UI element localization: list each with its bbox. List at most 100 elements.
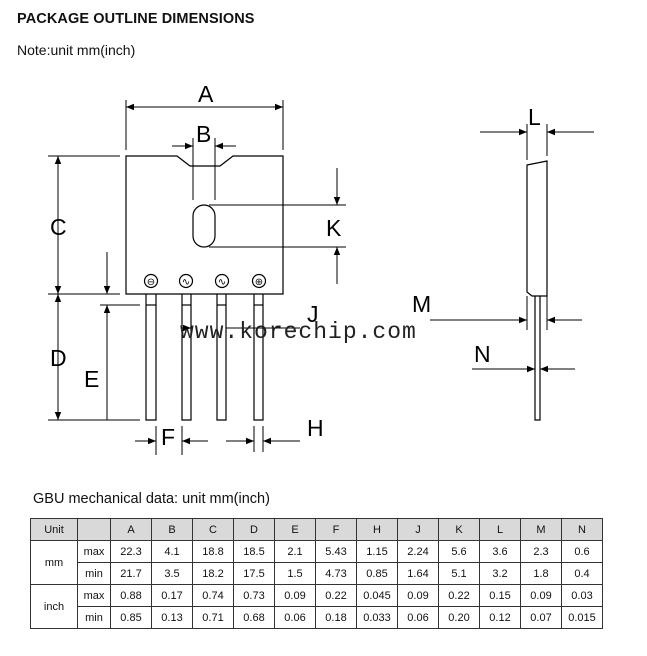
dim-label-m: M <box>412 291 431 317</box>
limit-cell: min <box>77 606 111 629</box>
value-cell: 4.1 <box>151 540 193 563</box>
value-cell: 0.85 <box>110 606 152 629</box>
value-cell: 0.73 <box>233 584 275 607</box>
value-cell: 0.18 <box>315 606 357 629</box>
col-header: H <box>356 518 398 541</box>
value-cell: 3.6 <box>479 540 521 563</box>
pin-ac2-symbol: ∿ <box>218 277 226 288</box>
mounting-hole <box>192 204 216 248</box>
value-cell: 22.3 <box>110 540 152 563</box>
value-cell: 0.22 <box>438 584 480 607</box>
col-header: N <box>561 518 603 541</box>
dim-label-n: N <box>474 341 491 367</box>
col-header: J <box>397 518 439 541</box>
value-cell: 0.15 <box>479 584 521 607</box>
value-cell: 0.74 <box>192 584 234 607</box>
value-cell: 2.1 <box>274 540 316 563</box>
side-view <box>526 160 548 421</box>
value-cell: 0.12 <box>479 606 521 629</box>
value-cell: 0.13 <box>151 606 193 629</box>
unit-cell: inch <box>30 584 78 629</box>
pin-ac1-symbol: ∿ <box>182 277 190 288</box>
table-row: mm max 22.3 4.1 18.8 18.5 2.1 5.43 1.15 … <box>30 540 603 585</box>
dim-label-c: C <box>50 214 67 240</box>
page-title: PACKAGE OUTLINE DIMENSIONS <box>17 11 255 27</box>
value-cell: 0.07 <box>520 606 562 629</box>
col-header: E <box>274 518 316 541</box>
value-cell: 1.5 <box>274 562 316 585</box>
col-header: C <box>192 518 234 541</box>
col-header: K <box>438 518 480 541</box>
dim-label-e: E <box>84 366 99 392</box>
value-cell: 18.5 <box>233 540 275 563</box>
value-cell: 0.09 <box>397 584 439 607</box>
limit-cell: max <box>77 584 111 607</box>
value-cell: 18.2 <box>192 562 234 585</box>
value-cell: 0.22 <box>315 584 357 607</box>
value-cell: 21.7 <box>110 562 152 585</box>
pin-plus-symbol: ⊕ <box>255 277 263 288</box>
value-cell: 0.09 <box>274 584 316 607</box>
leads <box>145 294 264 421</box>
dim-label-h: H <box>307 415 324 441</box>
col-header: L <box>479 518 521 541</box>
dim-label-j: J <box>307 301 319 327</box>
col-header: F <box>315 518 357 541</box>
value-cell: 0.03 <box>561 584 603 607</box>
front-view <box>125 155 284 421</box>
unit-note: Note:unit mm(inch) <box>17 42 136 58</box>
value-cell: 0.06 <box>397 606 439 629</box>
col-header: D <box>233 518 275 541</box>
value-cell: 0.045 <box>356 584 398 607</box>
value-cell: 5.43 <box>315 540 357 563</box>
value-cell: 0.88 <box>110 584 152 607</box>
mechanical-data-table: Unit A B C D E F H J K L M N mm max 22.3… <box>30 518 603 629</box>
col-header: A <box>110 518 152 541</box>
value-cell: 0.09 <box>520 584 562 607</box>
col-header: B <box>151 518 193 541</box>
value-cell: 2.24 <box>397 540 439 563</box>
value-cell: 5.1 <box>438 562 480 585</box>
dim-label-f: F <box>161 424 175 450</box>
value-cell: 0.20 <box>438 606 480 629</box>
value-cell: 17.5 <box>233 562 275 585</box>
value-cell: 0.6 <box>561 540 603 563</box>
dim-label-k: K <box>326 215 342 241</box>
table-caption: GBU mechanical data: unit mm(inch) <box>33 491 270 507</box>
watermark: www.korechip.com <box>180 319 417 345</box>
col-header: Unit <box>30 518 78 541</box>
side-body <box>526 160 548 297</box>
value-cell: 0.71 <box>192 606 234 629</box>
value-cell: 0.85 <box>356 562 398 585</box>
value-cell: 0.015 <box>561 606 603 629</box>
value-cell: 0.68 <box>233 606 275 629</box>
value-cell: 0.033 <box>356 606 398 629</box>
value-cell: 5.6 <box>438 540 480 563</box>
col-header: M <box>520 518 562 541</box>
value-cell: 1.64 <box>397 562 439 585</box>
limit-cell: max <box>77 540 111 563</box>
unit-cell: mm <box>30 540 78 585</box>
value-cell: 0.4 <box>561 562 603 585</box>
value-cell: 4.73 <box>315 562 357 585</box>
package-body <box>125 155 284 295</box>
pin-minus-symbol: ⊖ <box>147 277 155 288</box>
table-row: min 21.7 3.5 18.2 17.5 1.5 4.73 0.85 1.6… <box>31 562 603 585</box>
table-row: inch max 0.88 0.17 0.74 0.73 0.09 0.22 0… <box>30 584 603 629</box>
value-cell: 18.8 <box>192 540 234 563</box>
dim-label-b: B <box>196 121 211 147</box>
limit-cell: min <box>77 562 111 585</box>
dim-label-a: A <box>198 81 214 107</box>
table-header-row: Unit A B C D E F H J K L M N <box>30 518 603 541</box>
dim-label-l: L <box>528 104 541 130</box>
table-row: min 0.85 0.13 0.71 0.68 0.06 0.18 0.033 … <box>31 606 603 629</box>
value-cell: 1.15 <box>356 540 398 563</box>
package-outline-drawing: ⊖ ∿ ∿ ⊕ <box>48 81 594 455</box>
col-header <box>77 518 111 541</box>
value-cell: 0.17 <box>151 584 193 607</box>
value-cell: 0.06 <box>274 606 316 629</box>
value-cell: 2.3 <box>520 540 562 563</box>
dim-label-d: D <box>50 345 67 371</box>
value-cell: 3.2 <box>479 562 521 585</box>
value-cell: 3.5 <box>151 562 193 585</box>
